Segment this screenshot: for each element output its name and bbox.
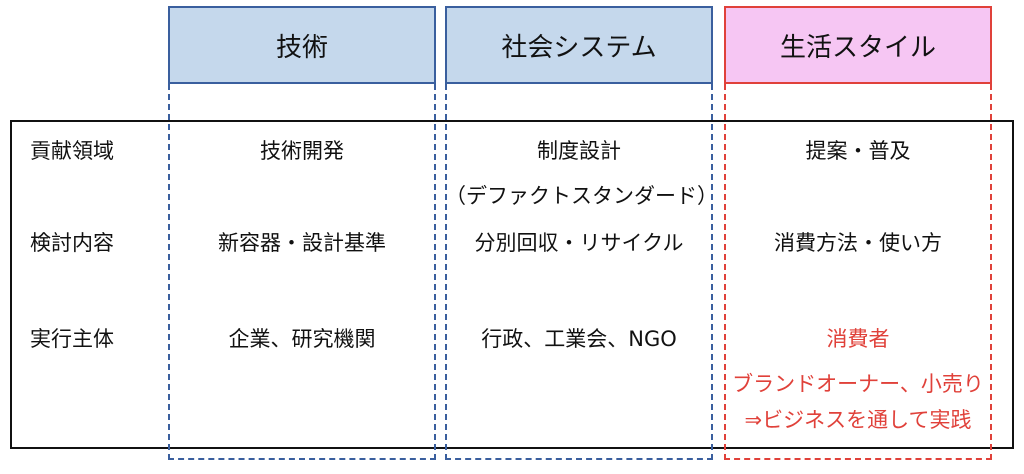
cell-actor-technology: 企業、研究機関 [228, 327, 376, 351]
header-lifestyle-label: 生活スタイル [779, 32, 936, 63]
header-lifestyle: 生活スタイル [724, 6, 992, 84]
table-frame [10, 120, 1014, 449]
row-label-contribution: 貢献領域 [30, 139, 114, 163]
header-social-system: 社会システム [445, 6, 713, 84]
cell-contribution-technology: 技術開発 [260, 139, 344, 163]
cell-actor-lifestyle: 消費者 [826, 327, 890, 351]
cell-study-lifestyle: 消費方法・使い方 [774, 231, 942, 255]
row-label-actor: 実行主体 [30, 327, 114, 351]
cell-study-technology: 新容器・設計基準 [218, 231, 386, 255]
cell-contribution-social-system: 制度設計 [537, 139, 621, 163]
header-technology: 技術 [168, 6, 436, 84]
header-social-system-label: 社会システム [501, 32, 657, 63]
cell-actor-lifestyle-sub2: ⇒ビジネスを通して実践 [744, 408, 972, 432]
cell-actor-social-system: 行政、工業会、NGO [481, 327, 677, 351]
cell-contribution-lifestyle: 提案・普及 [805, 139, 911, 163]
cell-study-social-system: 分別回収・リサイクル [474, 231, 684, 255]
cell-contribution-social-system-sub: （デファクトスタンダード） [445, 184, 718, 208]
row-label-study: 検討内容 [30, 231, 114, 255]
header-technology-label: 技術 [275, 32, 328, 63]
cell-actor-lifestyle-sub1: ブランドオーナー、小売り [732, 372, 984, 396]
